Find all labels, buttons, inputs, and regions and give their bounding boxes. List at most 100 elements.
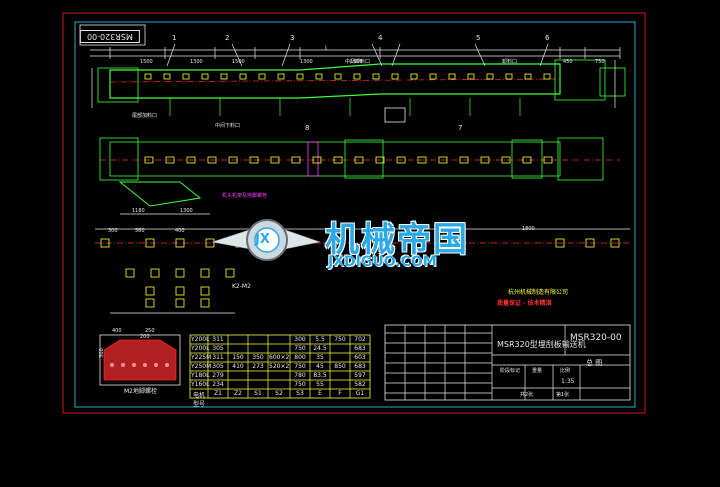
detail-title: M2地脚螺栓 — [124, 388, 157, 395]
callout-1: 1 — [172, 34, 177, 42]
spec-cell: 683 — [354, 345, 366, 352]
plan-chain-17 — [501, 156, 511, 164]
spec-cell: 600×2 — [269, 354, 290, 361]
anchor-mid-3 — [200, 268, 210, 278]
dim-elev-1: 1500 — [140, 59, 153, 65]
plan-outlet-mark — [307, 141, 319, 177]
dim-base-1: 300 — [108, 228, 118, 234]
detail-aggregate-5 — [165, 363, 169, 367]
spec-header-cell: S3 — [296, 390, 304, 397]
plan-chain-5 — [249, 156, 259, 164]
detail-aggregate-3 — [143, 363, 147, 367]
leader-3 — [371, 43, 383, 67]
spec-header-cell: Z1 — [214, 390, 222, 397]
scraper-link-14 — [410, 73, 418, 80]
spec-header-cell: E — [318, 390, 322, 397]
side-drawing-number: MSR320-00 — [80, 30, 140, 43]
anchor-top-1 — [145, 238, 155, 248]
plan-chain-13 — [417, 156, 427, 164]
spec-cell: Y200L — [191, 345, 210, 352]
plan-casing — [109, 141, 561, 177]
detail-dim-4: 300 — [98, 348, 105, 358]
anchor-top-3 — [205, 238, 215, 248]
spec-cell: 150 — [232, 354, 244, 361]
scraper-link-12 — [372, 73, 380, 80]
spec-cell: 279 — [212, 372, 224, 379]
callout-5: 5 — [476, 34, 481, 42]
anchor-row3-1 — [175, 286, 185, 296]
leader-1 — [231, 43, 243, 67]
dim-base-4: 1800 — [522, 226, 535, 232]
scraper-link-4 — [220, 73, 228, 80]
spec-cell: 311 — [212, 354, 224, 361]
plan-inlet-flange-2 — [511, 139, 543, 179]
spec-cell: 750 — [334, 336, 346, 343]
leader-4 — [391, 43, 401, 67]
scraper-link-6 — [258, 73, 266, 80]
spec-cell: Y200L — [191, 336, 210, 343]
detail-dim-3: 200 — [140, 334, 150, 340]
anchor-top-0 — [100, 238, 110, 248]
dim-elev-2: 1300 — [190, 59, 203, 65]
leader-0 — [166, 43, 176, 67]
scraper-link-16 — [448, 73, 456, 80]
spec-cell: 311 — [212, 336, 224, 343]
dim-elev-7: 750 — [595, 59, 605, 65]
side-title-box — [79, 24, 146, 46]
plan-chain-10 — [354, 156, 364, 164]
spec-cell: 45 — [316, 363, 324, 370]
spec-cell: 800 — [294, 354, 306, 361]
title-block-label-stage: 阶段标记 — [500, 368, 521, 374]
label-mount: K2-M2 — [232, 283, 251, 290]
anchor-row4-2 — [200, 298, 210, 308]
logo-chinese: 机械帝国 — [325, 220, 469, 260]
detail-frame — [99, 334, 181, 386]
anchor-top-2 — [175, 238, 185, 248]
anchor-top-5 — [555, 238, 565, 248]
spec-cell: 520×2 — [269, 363, 290, 370]
spec-cell: 702 — [354, 336, 366, 343]
callout-7: 7 — [458, 124, 463, 132]
spec-header-cell: Z2 — [234, 390, 242, 397]
spec-cell: 750 — [294, 363, 306, 370]
anchor-row3-2 — [200, 286, 210, 296]
callout-3: 3 — [290, 34, 295, 42]
elevation-casing — [109, 63, 561, 99]
detail-aggregate-4 — [154, 363, 158, 367]
scraper-link-11 — [353, 73, 361, 80]
callout-4: 4 — [378, 34, 383, 42]
anchor-mid-4 — [225, 268, 235, 278]
callout-2: 2 — [225, 34, 230, 42]
scraper-link-13 — [391, 73, 399, 80]
callout-8: 8 — [305, 124, 310, 132]
scraper-link-8 — [296, 73, 304, 80]
scraper-link-10 — [334, 73, 342, 80]
dim-base-3: 400 — [175, 228, 185, 234]
inner-border — [74, 21, 636, 408]
detail-dim-1: 400 — [112, 328, 122, 334]
plan-chain-6 — [270, 156, 280, 164]
spec-cell: 850 — [334, 363, 346, 370]
logo-gear-core — [254, 227, 280, 253]
scraper-link-20 — [524, 73, 532, 80]
plan-tail-box — [99, 137, 139, 181]
anchor-mid-2 — [175, 268, 185, 278]
detail-foundation-block — [103, 339, 177, 381]
tail-box — [97, 67, 139, 103]
leader-2 — [281, 43, 291, 67]
scraper-link-21 — [543, 73, 551, 80]
outer-border — [62, 12, 646, 414]
spec-cell: Y180L — [191, 372, 210, 379]
spec-cell: Y225M — [191, 354, 212, 361]
dim-elev-5: 1500 — [350, 59, 363, 65]
label-discharge: 卸料口 — [502, 59, 518, 65]
spec-header-cell: S2 — [275, 390, 283, 397]
dim-base-2: 560 — [135, 228, 145, 234]
title-block-sheets-total: 共2张 — [520, 392, 534, 398]
plan-chain-12 — [396, 156, 406, 164]
scraper-link-1 — [163, 73, 171, 80]
title-block-sheet-title: 总 图 — [586, 359, 603, 367]
anchor-row4-1 — [175, 298, 185, 308]
callout-6: 6 — [545, 34, 550, 42]
